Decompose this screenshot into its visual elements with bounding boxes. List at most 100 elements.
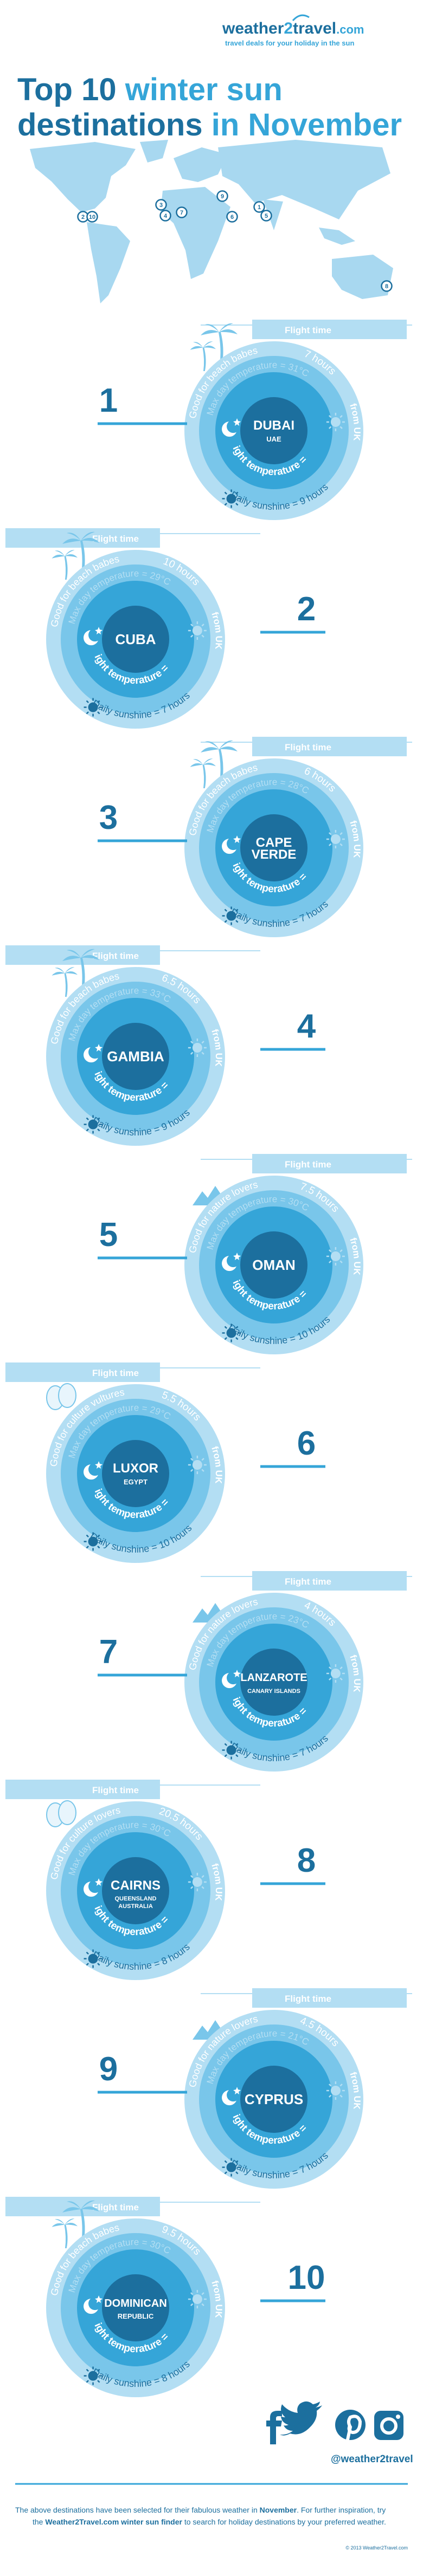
palm-tree-icon	[52, 2218, 78, 2248]
destination-name: LANZAROTE	[240, 1672, 307, 1684]
flight-time-label: Flight time	[285, 742, 331, 752]
flight-time-label: Flight time	[92, 1368, 139, 1378]
sunshine-icon	[222, 1323, 241, 1342]
sunshine-icon	[222, 906, 241, 925]
footer-text: the	[33, 2517, 45, 2526]
palm-tree-icon	[52, 550, 78, 580]
flight-time-bar	[252, 1571, 407, 1591]
center-disc	[102, 606, 169, 673]
rank-number: 2	[297, 591, 316, 628]
rank-number: 8	[297, 1842, 316, 1879]
flight-time-bar	[252, 320, 407, 339]
destination-region: CANARY ISLANDS	[247, 1688, 300, 1695]
map-marker: 9	[216, 190, 228, 202]
theatre-masks-icon	[46, 1383, 76, 1410]
destination-name: CYPRUS	[245, 2091, 303, 2107]
copyright: © 2013 Weather2Travel.com	[345, 2545, 408, 2551]
destination-name: CAPE	[256, 835, 292, 850]
destination-name: LUXOR	[113, 1461, 158, 1476]
facebook-icon[interactable]	[266, 2411, 282, 2444]
footer-line-2: the Weather2Travel.com winter sun finder…	[33, 2517, 386, 2526]
palm-tree-icon	[62, 949, 99, 991]
flight-time-label: Flight time	[92, 951, 139, 961]
map-se-asia	[319, 228, 355, 245]
map-australia	[332, 255, 393, 299]
flight-time-label: Flight time	[285, 1994, 331, 2004]
destination-name: OMAN	[252, 1257, 295, 1273]
map-marker: 8	[381, 280, 393, 292]
sunshine-icon	[222, 2158, 241, 2177]
map-asia	[218, 140, 390, 219]
star-icon	[95, 1044, 103, 1052]
twitter-icon[interactable]	[280, 2401, 322, 2436]
moon-icon	[84, 2297, 102, 2314]
sunshine-icon	[84, 1949, 102, 1968]
flight-time-label: Flight time	[92, 1785, 139, 1795]
map-marker: 5	[260, 210, 272, 222]
rank-number: 6	[297, 1425, 316, 1462]
destination-name: CUBA	[115, 631, 156, 647]
logo-plane-swoosh-icon	[292, 14, 310, 22]
sunshine-icon	[84, 1115, 102, 1134]
rank-number: 3	[99, 799, 118, 836]
footer-bold: November	[260, 2506, 297, 2514]
world-map	[30, 140, 393, 303]
sunshine-icon	[84, 2366, 102, 2385]
day-sun-icon	[326, 1247, 345, 1266]
day-sun-icon	[326, 412, 345, 431]
map-marker-label: 3	[159, 202, 163, 209]
star-icon	[233, 835, 241, 843]
sunshine-icon	[84, 1532, 102, 1551]
flight-time-label: Flight time	[285, 1159, 331, 1170]
map-marker-label: 5	[265, 213, 268, 219]
pinterest-icon[interactable]	[335, 2410, 366, 2444]
title-line-2: destinations in November	[17, 107, 402, 142]
map-marker: 6	[226, 211, 238, 223]
center-disc	[102, 1857, 169, 1924]
rank-number: 5	[99, 1216, 118, 1254]
rank-number: 4	[297, 1008, 316, 1045]
day-sun-icon	[326, 829, 345, 848]
title-part: destinations	[17, 107, 211, 142]
footer-line-1: The above destinations have been selecte…	[15, 2506, 386, 2514]
palm-tree-icon	[190, 758, 216, 788]
map-marker-label: 9	[221, 193, 224, 200]
center-disc	[240, 814, 307, 881]
day-sun-icon	[188, 1455, 207, 1474]
center-disc	[240, 397, 307, 464]
map-north-america	[30, 142, 136, 212]
destination-name: DOMINICAN	[104, 2298, 167, 2309]
map-marker-label: 4	[164, 213, 168, 219]
moon-icon	[84, 1463, 102, 1480]
logo-2: 2	[284, 20, 293, 37]
star-icon	[233, 2087, 241, 2095]
instagram-icon[interactable]	[374, 2411, 403, 2440]
day-sun-icon	[326, 1664, 345, 1683]
map-marker: 3	[155, 199, 167, 211]
tagline: travel deals for your holiday in the sun	[225, 39, 354, 47]
footer-link[interactable]: Weather2Travel.com winter sun finder	[45, 2517, 182, 2526]
map-india	[263, 199, 283, 230]
footer: The above destinations have been selecte…	[15, 2483, 408, 2551]
destination-region: EGYPT	[124, 1478, 148, 1486]
center-disc	[240, 1231, 307, 1299]
logo[interactable]: weather2travel.com travel deals for your…	[222, 14, 364, 47]
min-temperature: Min night temperature = 22°C	[0, 0, 171, 2355]
social-handle[interactable]: @weather2travel	[331, 2454, 413, 2465]
center-disc	[102, 1440, 169, 1507]
flight-time-bar	[5, 1780, 160, 1799]
star-icon	[95, 2295, 103, 2304]
min-temperature: Min night temperature = 11°C	[0, 0, 171, 1521]
destination-region: AUSTRALIA	[118, 1903, 153, 1910]
rank-number: 7	[99, 1633, 118, 1671]
header: weather2travel.com travel deals for your…	[17, 14, 402, 142]
moon-icon	[222, 420, 240, 437]
map-marker: 1	[253, 201, 265, 213]
day-sun-icon	[188, 1038, 207, 1057]
map-south-america	[87, 222, 130, 303]
day-sun-icon	[188, 2289, 207, 2308]
destination-region: UAE	[266, 435, 281, 443]
center-disc	[102, 1023, 169, 1090]
